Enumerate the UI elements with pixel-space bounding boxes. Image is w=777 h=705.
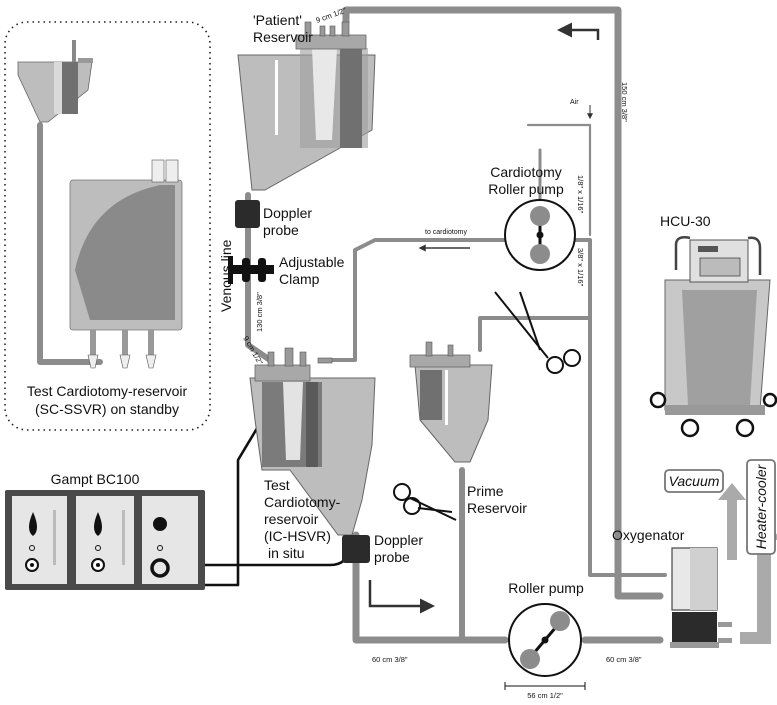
- adjustable-clamp-label-1: Adjustable: [279, 254, 345, 270]
- test-reservoir-label-2: Cardiotomy-: [264, 494, 341, 510]
- tube-air-line: [526, 123, 592, 237]
- vacuum-arrow: [718, 483, 746, 560]
- patient-reservoir: [237, 21, 376, 191]
- tube-label-130cm: 130 cm 3/8": [255, 292, 264, 332]
- oxygenator-label: Oxygenator: [612, 527, 685, 543]
- doppler-probe-top-label-1: Doppler: [263, 205, 312, 221]
- test-reservoir-label-4: (IC-HSVR): [264, 528, 331, 544]
- tube-label-60cm-left: 60 cm 3/8": [372, 655, 408, 664]
- prime-reservoir-label-2: Reservoir: [467, 500, 527, 516]
- heater-cooler-label: Heater-cooler: [753, 463, 769, 549]
- venous-line-label: Venous line: [218, 239, 234, 312]
- tube-clamp-upper: [494, 291, 581, 374]
- hcu-30-unit: [649, 236, 777, 438]
- prime-reservoir: [409, 341, 493, 463]
- heater-cooler-box: [746, 459, 776, 555]
- tube-label-60cm-right: 60 cm 3/8": [606, 655, 642, 664]
- roller-pump-label: Roller pump: [508, 580, 584, 596]
- tube-label-150cm: 150 cm 3/8": [620, 82, 629, 122]
- patient-reservoir-label-2: Reservoir: [253, 29, 313, 45]
- gampt-label: Gampt BC100: [51, 471, 140, 487]
- connector-icon: [150, 558, 170, 578]
- tube-outflow-left: [352, 531, 509, 644]
- drop-icon: [94, 512, 102, 536]
- tube-arterial-return: [342, 6, 664, 600]
- air-label: Air: [570, 99, 579, 106]
- tube-standby-loop: [37, 122, 103, 365]
- standby-reservoir-label-2: (SC-SSVR) on standby: [35, 401, 179, 417]
- to-cardiotomy-label: to cardiotomy: [425, 229, 468, 236]
- tube-venous-line: [245, 192, 273, 363]
- test-reservoir-label-3: reservoir: [264, 511, 319, 527]
- arrow-icon: [368, 580, 435, 614]
- test-reservoir-label-1: Test: [264, 477, 290, 493]
- doppler-probe-bottom-label-2: probe: [374, 549, 410, 565]
- adjustable-clamp-label-2: Clamp: [279, 271, 320, 287]
- drop-icon: [29, 512, 37, 536]
- vacuum-box: [664, 469, 724, 493]
- gampt-bc100: [5, 490, 205, 590]
- standby-reservoir: [17, 40, 183, 369]
- standby-reservoir-label-1: Test Cardiotomy-reservoir: [27, 383, 188, 399]
- tube-to-cardiotomy: [330, 238, 522, 362]
- arrow-icon: [557, 22, 600, 40]
- doppler-probe-bottom-label-1: Doppler: [374, 532, 423, 548]
- oxygenator: [670, 547, 732, 648]
- prime-reservoir-label-1: Prime: [467, 483, 504, 499]
- doppler-probe-top: [235, 200, 260, 228]
- display-icon: [153, 517, 167, 531]
- tube-label-38x116: 3/8" x 1/16": [576, 248, 585, 287]
- tube-label-56cm: 56 cm 1/2": [527, 691, 563, 700]
- tube-clamp-lower: [393, 483, 457, 521]
- cardiotomy-pump-label-1: Cardiotomy: [490, 164, 562, 180]
- test-reservoir-insitu: [249, 347, 376, 536]
- tube-prime-feed: [478, 316, 592, 352]
- hcu-label: HCU-30: [660, 213, 711, 229]
- test-reservoir-label-5: in situ: [268, 545, 305, 561]
- clamp-icon: [228, 256, 274, 284]
- cardiotomy-pump-label-2: Roller pump: [488, 181, 564, 197]
- patient-reservoir-label-1: 'Patient': [253, 12, 302, 28]
- cardiotomy-roller-pump: [504, 199, 576, 271]
- doppler-probe-bottom: [342, 535, 370, 563]
- tube-label-18x116: 1/8" x 1/16": [576, 175, 585, 214]
- doppler-probe-top-label-2: probe: [263, 222, 299, 238]
- tube-cardiotomy-return: [558, 238, 667, 577]
- vacuum-label: Vacuum: [669, 473, 720, 489]
- roller-pump: [508, 603, 582, 677]
